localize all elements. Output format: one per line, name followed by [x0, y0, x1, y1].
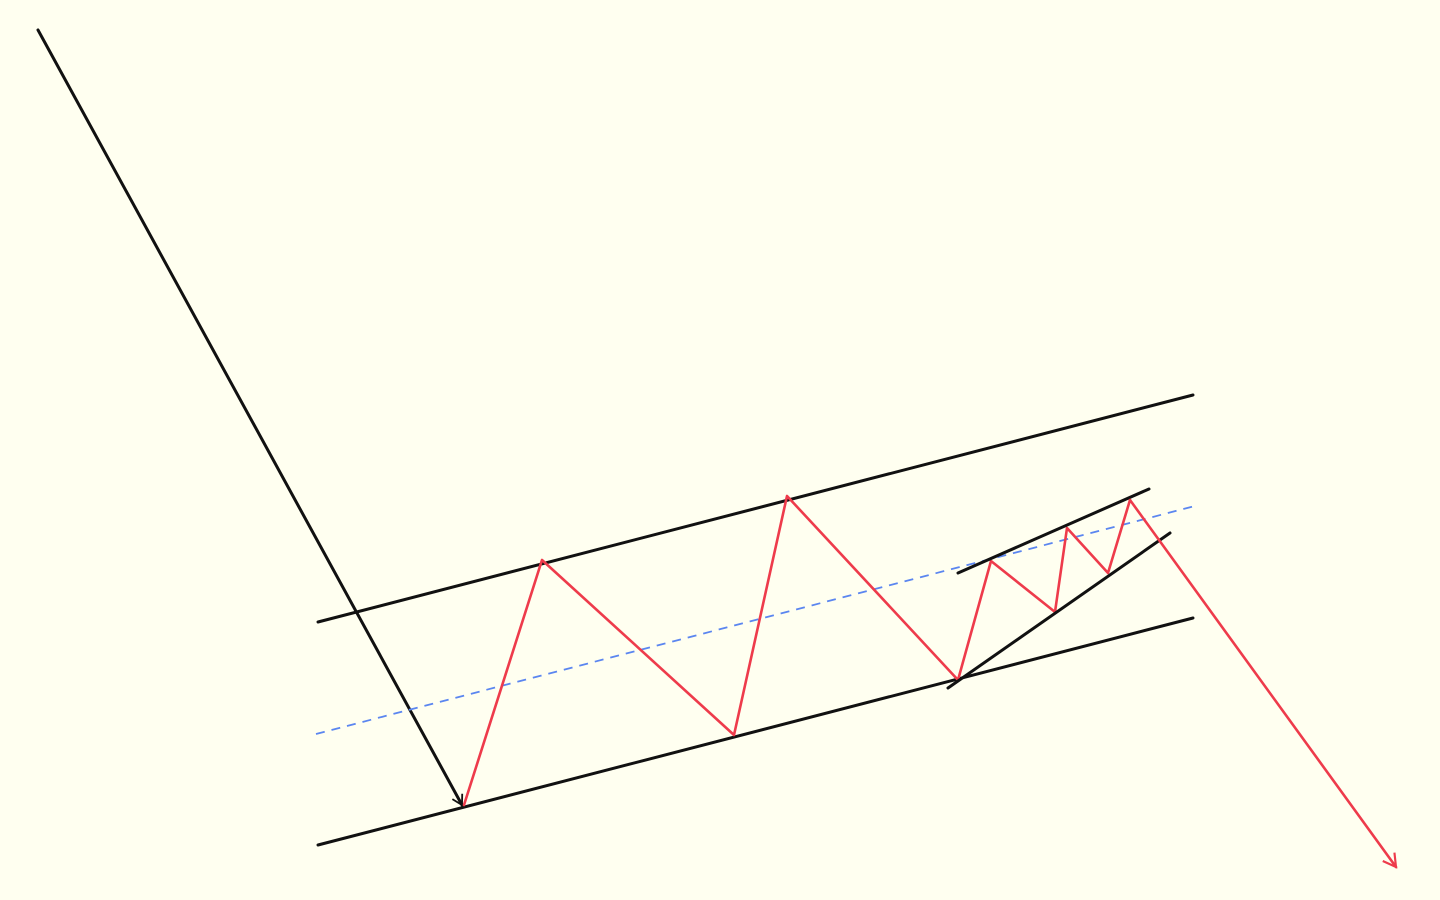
channel-midline	[315, 505, 1196, 735]
wedge-upper-line	[956, 487, 1151, 575]
price-zigzag	[462, 494, 1132, 807]
channel-lower-boundary	[316, 616, 1195, 847]
prior-downtrend-leg	[36, 28, 464, 807]
breakdown-leg	[1128, 498, 1398, 869]
wedge-lower-line	[946, 531, 1172, 690]
channel-upper-boundary	[316, 393, 1195, 624]
